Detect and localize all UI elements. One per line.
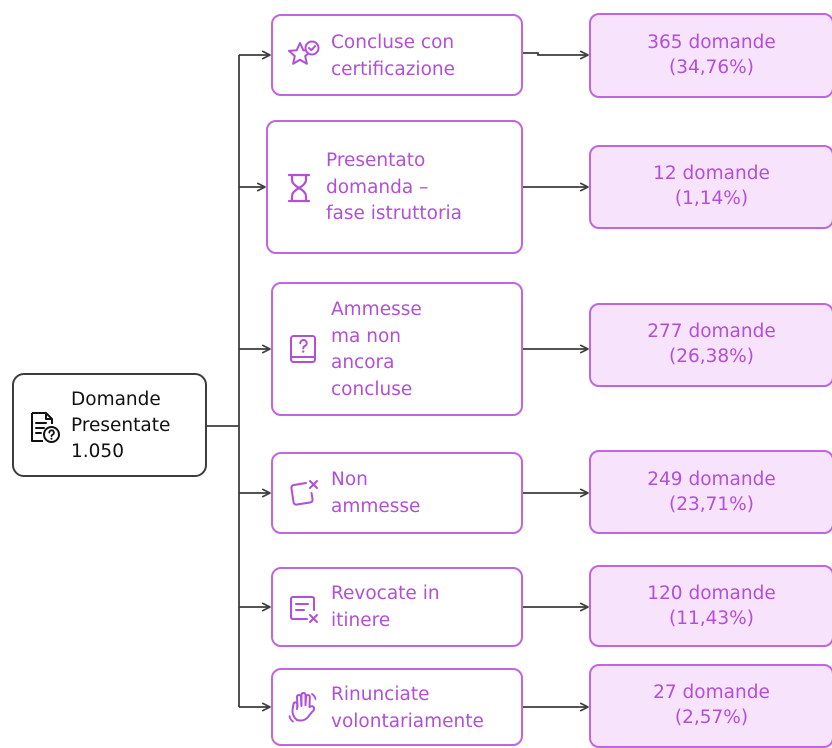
category-revocate: Revocate in itinere <box>271 567 523 647</box>
category-label: Rinunciate volontariamente <box>331 684 484 732</box>
root-node: Domande Presentate 1.050 <box>12 373 207 477</box>
category-label: Revocate in itinere <box>331 583 440 631</box>
result-arrow <box>523 50 589 60</box>
result-count: 12 domande <box>653 163 770 184</box>
result-revocate: 120 domande (11,43%) <box>589 565 832 647</box>
result-count: 27 domande <box>653 682 770 703</box>
result-percent: (11,43%) <box>669 608 754 629</box>
root-line-3: 1.050 <box>71 441 124 462</box>
result-percent: (1,14%) <box>674 188 749 209</box>
root-label: Domande Presentate 1.050 <box>71 387 170 465</box>
result-presentato: 12 domande (1,14%) <box>589 145 832 229</box>
document-question-icon <box>31 412 60 443</box>
result-count: 277 domande <box>647 321 776 342</box>
result-count: 120 domande <box>647 583 776 604</box>
category-label: Ammesse ma non ancora concluse <box>331 299 422 400</box>
category-label: Concluse con certificazione <box>331 32 455 80</box>
category-label: Presentato domanda – fase istruttoria <box>326 150 463 224</box>
result-ammesse: 277 domande (26,38%) <box>589 303 832 387</box>
category-rinunciate: Rinunciate volontariamente <box>271 668 523 746</box>
box-x-icon <box>290 480 318 506</box>
list-x-icon <box>290 596 318 623</box>
hourglass-icon <box>287 173 311 203</box>
result-concluse: 365 domande (34,76%) <box>589 13 832 98</box>
hand-wave-icon <box>288 692 317 723</box>
category-label: Non ammesse <box>331 469 421 517</box>
result-count: 249 domande <box>647 469 776 490</box>
category-non-ammesse: Non ammesse <box>271 452 523 534</box>
root-line-1: Domande <box>71 389 161 410</box>
category-ammesse: Ammesse ma non ancora concluse <box>271 282 523 416</box>
result-percent: (23,71%) <box>669 494 754 515</box>
question-book-icon <box>290 335 316 363</box>
root-line-2: Presentate <box>71 415 171 436</box>
result-percent: (26,38%) <box>669 346 754 367</box>
result-rinunciate: 27 domande (2,57%) <box>589 664 832 748</box>
result-non-ammesse: 249 domande (23,71%) <box>589 450 832 534</box>
star-check-icon <box>288 40 320 65</box>
category-presentato: Presentato domanda – fase istruttoria <box>266 120 523 254</box>
result-percent: (2,57%) <box>674 707 749 728</box>
category-concluse: Concluse con certificazione <box>271 14 523 96</box>
result-count: 365 domande <box>647 32 776 53</box>
result-percent: (34,76%) <box>669 57 754 78</box>
